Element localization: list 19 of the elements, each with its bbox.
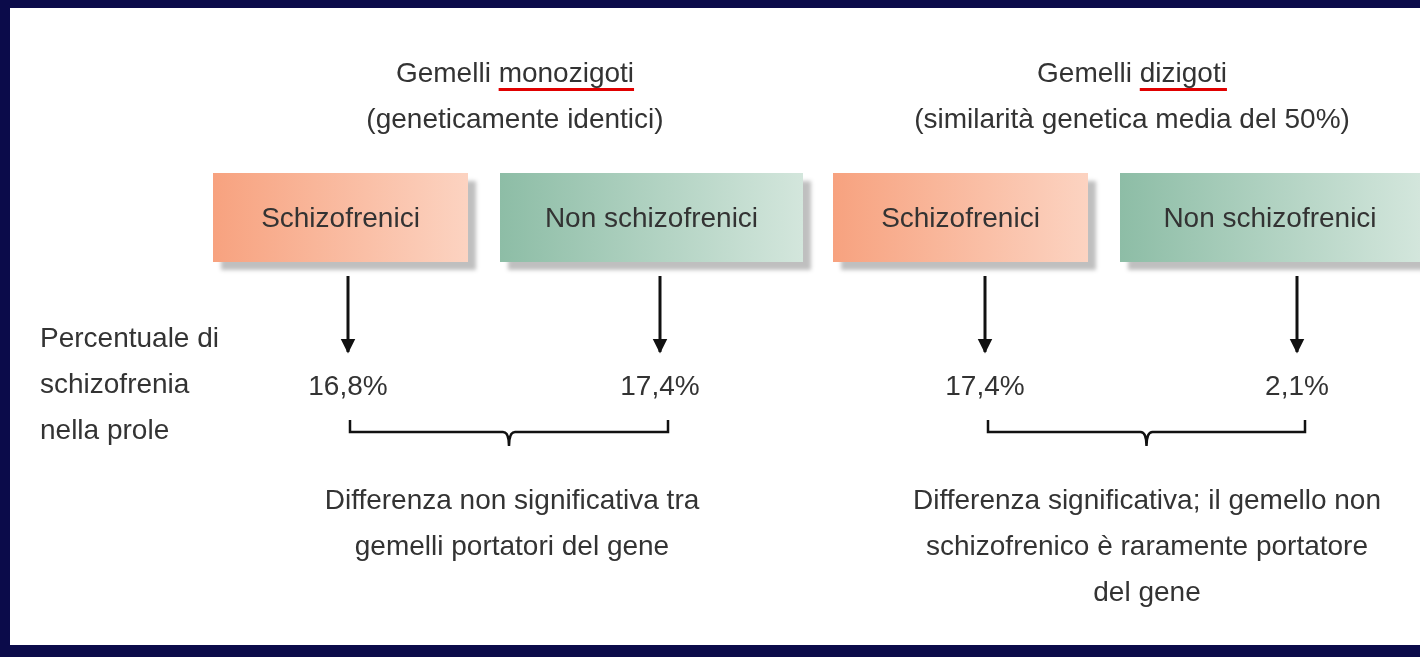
percentage-value: 2,1% bbox=[1257, 352, 1337, 402]
note-text: Differenza significativa; il gemello non schizofrenico è raramente portatore del gene bbox=[912, 483, 1382, 609]
heading: Gemelli monozigoti bbox=[394, 56, 636, 90]
percentage-value: 17,4% bbox=[612, 352, 708, 402]
category-box: Non schizofrenici bbox=[500, 173, 803, 262]
category-box: Schizofrenici bbox=[833, 173, 1088, 262]
heading: Gemelli dizigoti bbox=[1036, 56, 1228, 90]
arrow bbox=[1289, 276, 1305, 354]
subheading: (similarità genetica media del 50%) bbox=[913, 102, 1351, 136]
arrow bbox=[340, 276, 356, 354]
subheading: (geneticamente identici) bbox=[365, 102, 665, 136]
percentage-value: 16,8% bbox=[300, 352, 396, 402]
arrow bbox=[977, 276, 993, 354]
note-text: Differenza non significativa tra gemelli portatori del gene bbox=[323, 483, 701, 563]
category-box: Non schizofrenici bbox=[1120, 173, 1420, 262]
row-label: Percentuale di schizofrenia nella prole bbox=[40, 321, 220, 447]
percentage-value: 17,4% bbox=[937, 352, 1033, 402]
category-box: Schizofrenici bbox=[213, 173, 468, 262]
arrow bbox=[652, 276, 668, 354]
